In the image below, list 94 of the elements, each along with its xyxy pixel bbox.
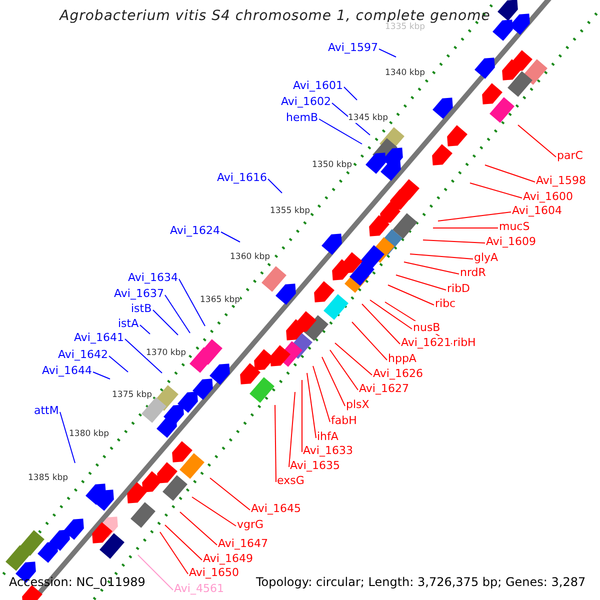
gene-label: Avi_1633 — [303, 444, 353, 456]
leader-line — [274, 404, 276, 482]
gene-label: Avi_1598 — [536, 174, 586, 186]
tick-label: 1335 kbp — [385, 22, 426, 32]
leader-line — [178, 278, 206, 326]
gene-label: Avi_1602 — [281, 94, 331, 108]
leader-line — [164, 524, 202, 560]
tick-label: 1345 kbp — [348, 113, 388, 123]
gene-label: Avi_4561 — [174, 582, 224, 594]
leader-line — [92, 372, 110, 380]
leader-line — [330, 350, 358, 390]
tick-label: 1385 kbp — [28, 473, 68, 483]
gene-label: attM — [34, 404, 59, 416]
gene-label: Avi_1637 — [114, 286, 164, 300]
gene-label: fabH — [331, 414, 357, 426]
tick-label: 1340 kbp — [385, 68, 426, 78]
gene-label: parC — [557, 148, 583, 162]
tick-label: 1360 kbp — [230, 252, 270, 262]
gene-label: Avi_1642 — [58, 348, 108, 360]
gene-label: ribD — [447, 282, 470, 294]
leader-line — [344, 86, 358, 100]
leader-line — [352, 322, 388, 360]
gene-label: nrdR — [460, 266, 486, 278]
gene-label: Avi_1601 — [293, 78, 343, 92]
leader-line — [438, 212, 512, 222]
leader-line — [124, 338, 162, 374]
gene-label: Avi_1604 — [512, 204, 562, 216]
leader-line — [422, 240, 486, 244]
leader-line — [288, 392, 296, 468]
gene-label: hppA — [388, 352, 416, 364]
leader-line — [220, 232, 240, 242]
leader-line — [108, 356, 128, 372]
gene-label: Avi_1626 — [373, 366, 423, 380]
tick-label: 1370 kbp — [146, 348, 186, 358]
leader-line — [388, 284, 434, 306]
leader-line — [518, 124, 556, 158]
tick-label: 1380 kbp — [69, 429, 110, 439]
gene-label: Avi_1635 — [290, 458, 340, 472]
leader-line — [404, 262, 460, 274]
gene-label: Avi_1600 — [523, 190, 573, 202]
leader-line — [334, 342, 372, 376]
gene-label: glyA — [474, 250, 498, 264]
leader-line — [306, 372, 316, 438]
gene-label: istB — [131, 302, 152, 314]
gene-label: ribH — [453, 336, 476, 348]
leader-line — [318, 118, 362, 144]
gene-label: Avi_1616 — [217, 170, 267, 184]
leader-line — [60, 412, 76, 464]
gene-label: Avi_1647 — [218, 536, 268, 550]
leader-line — [268, 178, 282, 194]
gene-label: vgrG — [237, 518, 264, 530]
leader-line — [470, 182, 522, 198]
gene-label: Avi_1634 — [128, 270, 178, 284]
leader-line — [378, 48, 396, 58]
gene-label: Avi_1609 — [486, 234, 536, 248]
gene-label: Avi_1624 — [170, 224, 220, 236]
leader-line — [322, 356, 346, 406]
leader-line — [396, 274, 446, 290]
gene-label: Avi_1621 — [401, 336, 451, 348]
leader-line — [210, 478, 250, 510]
leader-line — [370, 300, 412, 330]
gene-label: ihfA — [317, 430, 338, 442]
gene-label: mucS — [499, 220, 530, 232]
tick-label: 1350 kbp — [312, 160, 352, 170]
gene-label: istA — [118, 316, 139, 330]
tick-label: 1375 kbp — [112, 390, 152, 400]
leader-line — [192, 496, 236, 526]
leader-line — [140, 324, 150, 334]
leader-line — [362, 304, 400, 344]
gene-label: ribc — [435, 296, 456, 310]
leader-line — [410, 254, 474, 260]
title: Agrobacterium vitis S4 chromosome 1, complete genome — [58, 8, 492, 24]
gene-label: Avi_1649 — [203, 552, 253, 564]
gene-label: exsG — [277, 474, 304, 486]
leader-line — [164, 294, 190, 334]
tick-label: 1355 kbp — [270, 206, 310, 216]
gene-label: Avi_1627 — [359, 382, 409, 394]
gene-label: Avi_1650 — [189, 566, 239, 578]
leader-line — [484, 164, 536, 182]
genome-stats-text: Topology: circular; Length: 3,726,375 bp; Genes: 3,287 — [256, 575, 586, 590]
gene-label: Avi_1641 — [74, 330, 124, 344]
gene-label: hemB — [286, 110, 318, 124]
gene-label: Avi_1597 — [328, 40, 378, 54]
gene-label: plsX — [346, 398, 370, 410]
tick-label: 1365 kbp — [200, 295, 240, 305]
leader-line — [160, 532, 188, 574]
leader-line — [312, 366, 330, 422]
leader-line — [180, 512, 218, 546]
leader-line — [138, 554, 174, 590]
gene-label: nusB — [413, 320, 440, 334]
gene-label: Avi_1644 — [42, 364, 92, 376]
accession-text: Accession: NC_011989 — [9, 575, 146, 590]
leader-line — [152, 310, 178, 336]
gene-label: Avi_1645 — [251, 502, 301, 514]
